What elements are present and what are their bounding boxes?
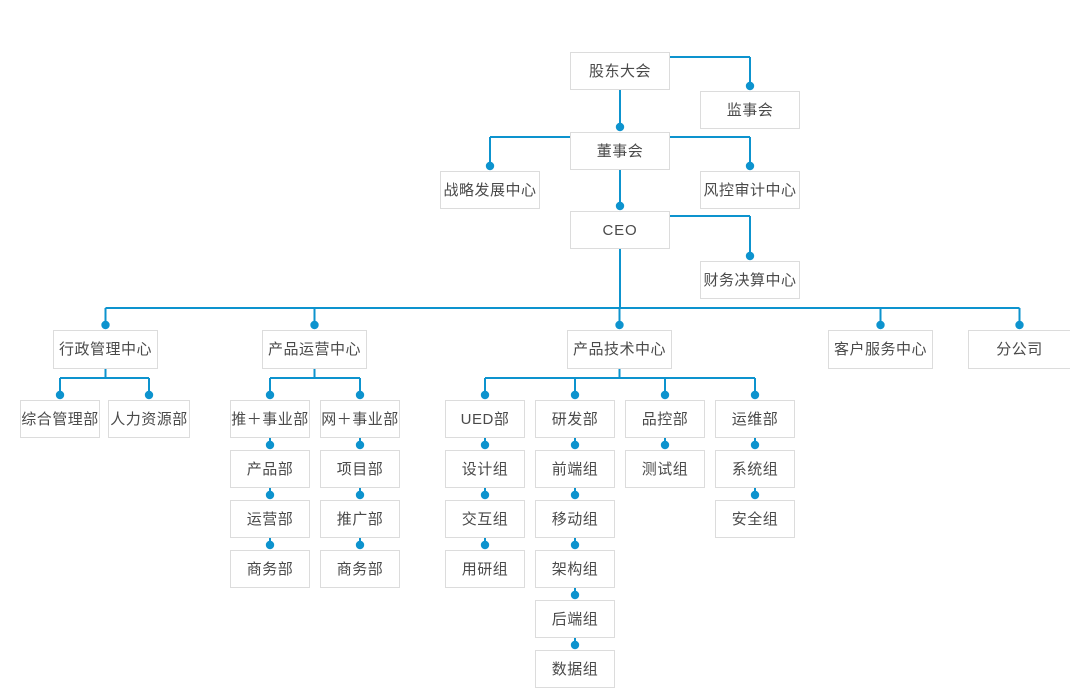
connector-dot-promotion-dept: [355, 490, 365, 500]
org-node-business-dept-2[interactable]: 商务部: [320, 550, 400, 588]
connector-dot-qa-dept: [660, 390, 670, 400]
org-node-supervisory[interactable]: 监事会: [700, 91, 800, 129]
connector-dot-architecture-group: [570, 540, 580, 550]
org-node-ceo[interactable]: CEO: [570, 211, 670, 249]
org-node-hr-dept[interactable]: 人力资源部: [108, 400, 190, 438]
connector-dot-design-group: [480, 440, 490, 450]
org-node-tui-plus-bu[interactable]: 推＋事业部: [230, 400, 310, 438]
org-node-board[interactable]: 董事会: [570, 132, 670, 170]
org-node-customer-service[interactable]: 客户服务中心: [828, 330, 933, 369]
org-node-backend-group[interactable]: 后端组: [535, 600, 615, 638]
org-node-shareholders[interactable]: 股东大会: [570, 52, 670, 90]
org-node-wang-plus-bu[interactable]: 网＋事业部: [320, 400, 400, 438]
connector-dot-operations-dept: [265, 490, 275, 500]
connector-dot-admin-center: [101, 320, 110, 330]
connector-dot-interaction-group: [480, 490, 490, 500]
org-node-finance-center[interactable]: 财务决算中心: [700, 261, 800, 299]
org-node-architecture-group[interactable]: 架构组: [535, 550, 615, 588]
connector-dot-rnd-dept: [570, 390, 580, 400]
connector-dot-branch-company: [1015, 320, 1024, 330]
connector-dot-security-group: [750, 490, 760, 500]
org-node-operations-dept[interactable]: 运营部: [230, 500, 310, 538]
org-node-rnd-dept[interactable]: 研发部: [535, 400, 615, 438]
connector-dot-general-mgmt-dept: [55, 390, 65, 400]
org-node-user-research-group[interactable]: 用研组: [445, 550, 525, 588]
connector-dot-board: [615, 122, 625, 132]
connector-dot-hr-dept: [144, 390, 154, 400]
connector-dot-project-dept: [355, 440, 365, 450]
org-node-system-group[interactable]: 系统组: [715, 450, 795, 488]
connector-dot-product-tech-center: [615, 320, 624, 330]
connector-dot-data-group: [570, 640, 580, 650]
connector-dot-ceo: [615, 201, 625, 211]
connector-dot-product-ops-center: [310, 320, 319, 330]
org-node-strategy-center[interactable]: 战略发展中心: [440, 171, 540, 209]
org-node-qa-dept[interactable]: 品控部: [625, 400, 705, 438]
org-node-frontend-group[interactable]: 前端组: [535, 450, 615, 488]
org-node-product-ops-center[interactable]: 产品运营中心: [262, 330, 367, 369]
connector-dot-strategy-center: [485, 161, 495, 171]
connector-dot-ops-maint-dept: [750, 390, 760, 400]
connector-dot-test-group: [660, 440, 670, 450]
connector-dot-risk-audit-center: [745, 161, 755, 171]
connector-dot-finance-center: [745, 251, 755, 261]
org-node-branch-company[interactable]: 分公司: [968, 330, 1070, 369]
connector-dot-frontend-group: [570, 440, 580, 450]
org-node-test-group[interactable]: 测试组: [625, 450, 705, 488]
org-node-business-dept-1[interactable]: 商务部: [230, 550, 310, 588]
org-node-admin-center[interactable]: 行政管理中心: [53, 330, 158, 369]
org-node-product-tech-center[interactable]: 产品技术中心: [567, 330, 672, 369]
org-node-project-dept[interactable]: 项目部: [320, 450, 400, 488]
org-node-ued-dept[interactable]: UED部: [445, 400, 525, 438]
org-node-general-mgmt-dept[interactable]: 综合管理部: [20, 400, 100, 438]
connector-dot-product-dept: [265, 440, 275, 450]
org-node-security-group[interactable]: 安全组: [715, 500, 795, 538]
connector-dot-mobile-group: [570, 490, 580, 500]
connector-dot-system-group: [750, 440, 760, 450]
connector-dot-customer-service: [876, 320, 885, 330]
connector-dot-backend-group: [570, 590, 580, 600]
org-node-product-dept[interactable]: 产品部: [230, 450, 310, 488]
connector-dot-business-dept-2: [355, 540, 365, 550]
org-node-design-group[interactable]: 设计组: [445, 450, 525, 488]
connector-dot-wang-plus-bu: [355, 390, 365, 400]
connector-dot-supervisory: [745, 81, 755, 91]
connector-dot-tui-plus-bu: [265, 390, 275, 400]
org-node-risk-audit-center[interactable]: 风控审计中心: [700, 171, 800, 209]
connector-dot-user-research-group: [480, 540, 490, 550]
org-node-ops-maint-dept[interactable]: 运维部: [715, 400, 795, 438]
connector-dot-business-dept-1: [265, 540, 275, 550]
org-node-data-group[interactable]: 数据组: [535, 650, 615, 688]
org-node-interaction-group[interactable]: 交互组: [445, 500, 525, 538]
connector-dot-ued-dept: [480, 390, 490, 400]
org-node-promotion-dept[interactable]: 推广部: [320, 500, 400, 538]
org-node-mobile-group[interactable]: 移动组: [535, 500, 615, 538]
